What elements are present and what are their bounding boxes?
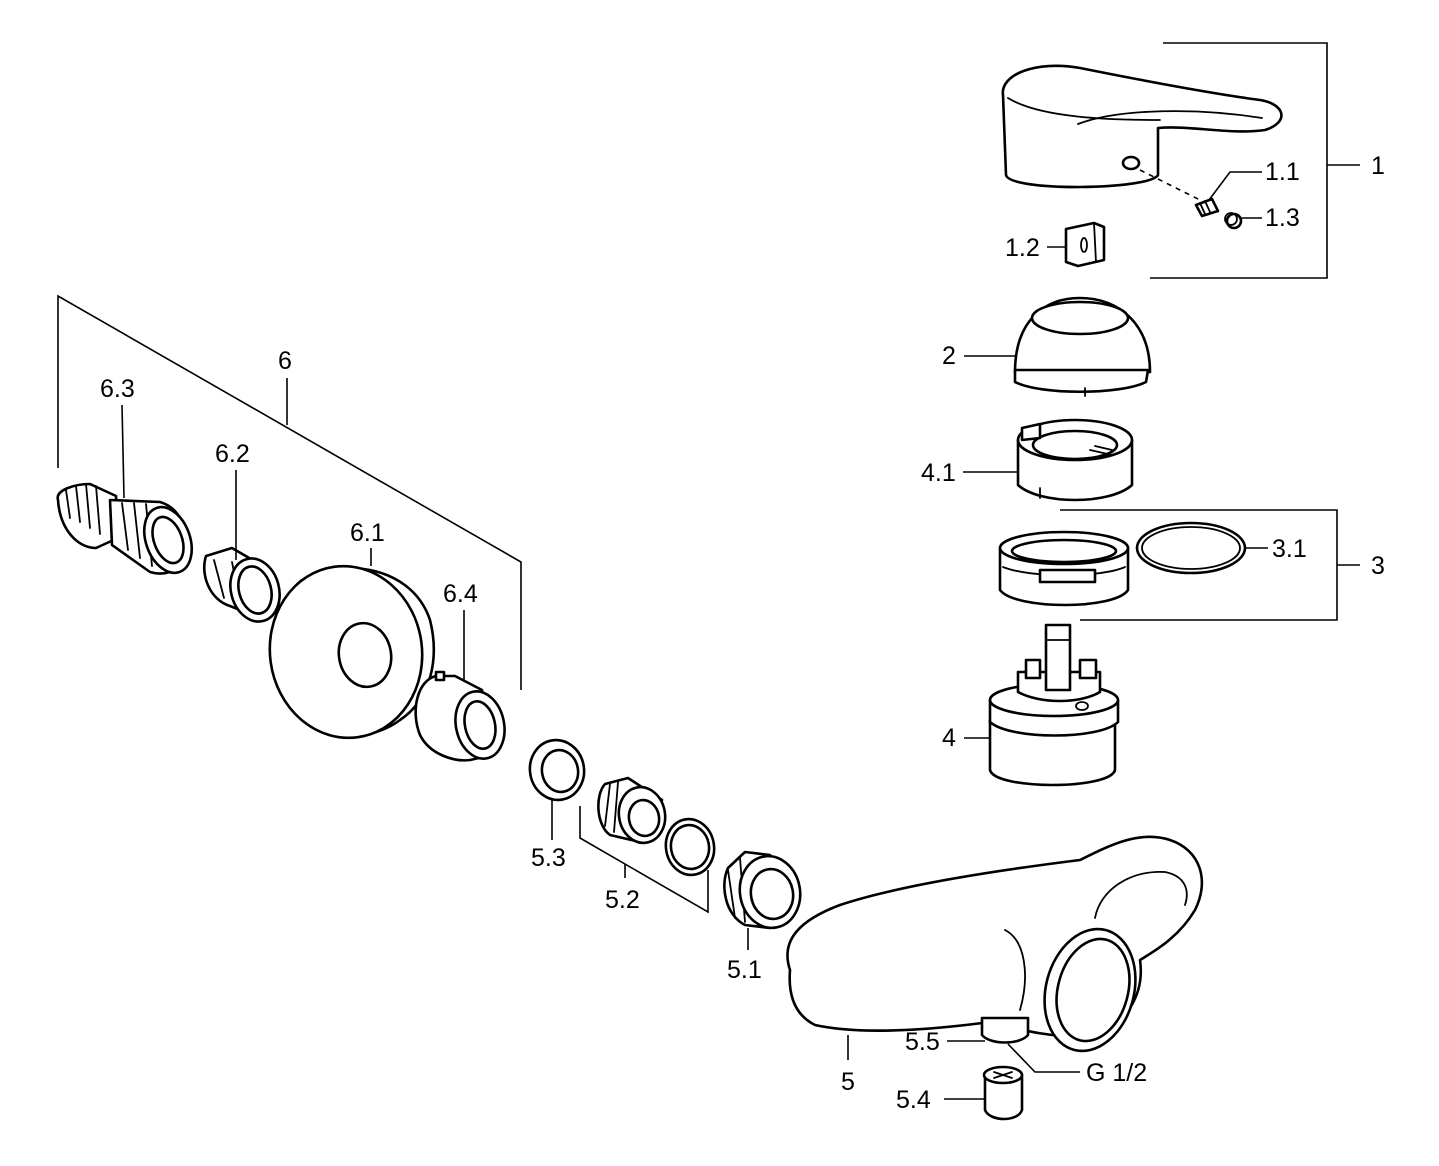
connector xyxy=(597,776,667,845)
label-6-4: 6.4 xyxy=(443,580,478,608)
label-4-1: 4.1 xyxy=(921,459,956,487)
label-1: 1 xyxy=(1371,152,1385,180)
label-6: 6 xyxy=(278,347,292,375)
handle-lever xyxy=(1001,64,1283,189)
screw-axis-line xyxy=(1139,169,1211,206)
label-1-3: 1.3 xyxy=(1265,204,1300,232)
washer xyxy=(528,738,586,802)
union-nut xyxy=(723,850,802,930)
leader-lines xyxy=(57,42,1360,1100)
filter-sleeve xyxy=(203,546,281,623)
label-4: 4 xyxy=(942,724,956,752)
cartridge xyxy=(988,623,1120,787)
cover-cap xyxy=(1013,296,1152,397)
cartridge-ring xyxy=(1016,418,1134,502)
label-5-1: 5.1 xyxy=(727,956,762,984)
spout-body xyxy=(786,835,1204,1053)
label-3-1: 3.1 xyxy=(1272,535,1307,563)
extension-sleeve xyxy=(414,670,506,762)
label-6-3: 6.3 xyxy=(100,375,135,403)
handle-plug xyxy=(1224,212,1243,230)
label-3: 3 xyxy=(1371,552,1385,580)
label-1-1: 1.1 xyxy=(1265,158,1300,186)
rosette xyxy=(268,564,436,740)
label-1-2: 1.2 xyxy=(1005,234,1040,262)
part-labels: 1 1.1 1.3 1.2 2 4.1 3.1 3 4 6 6.3 6.2 6.… xyxy=(100,152,1385,1114)
label-g-1-2: G 1/2 xyxy=(1086,1059,1147,1087)
sleeve xyxy=(998,530,1130,607)
label-5-5: 5.5 xyxy=(905,1028,940,1056)
label-6-2: 6.2 xyxy=(215,440,250,468)
label-6-1: 6.1 xyxy=(350,519,385,547)
handle-cap xyxy=(1064,221,1106,268)
label-5: 5 xyxy=(841,1068,855,1096)
label-2: 2 xyxy=(942,342,956,370)
handle-screw xyxy=(1194,197,1220,218)
eccentric-connector xyxy=(56,482,194,575)
label-5-4: 5.4 xyxy=(896,1086,931,1114)
label-5-2: 5.2 xyxy=(605,886,640,914)
o-ring xyxy=(1135,521,1247,575)
label-5-3: 5.3 xyxy=(531,844,566,872)
connector-o-ring xyxy=(664,817,716,877)
aerator xyxy=(982,1065,1024,1121)
